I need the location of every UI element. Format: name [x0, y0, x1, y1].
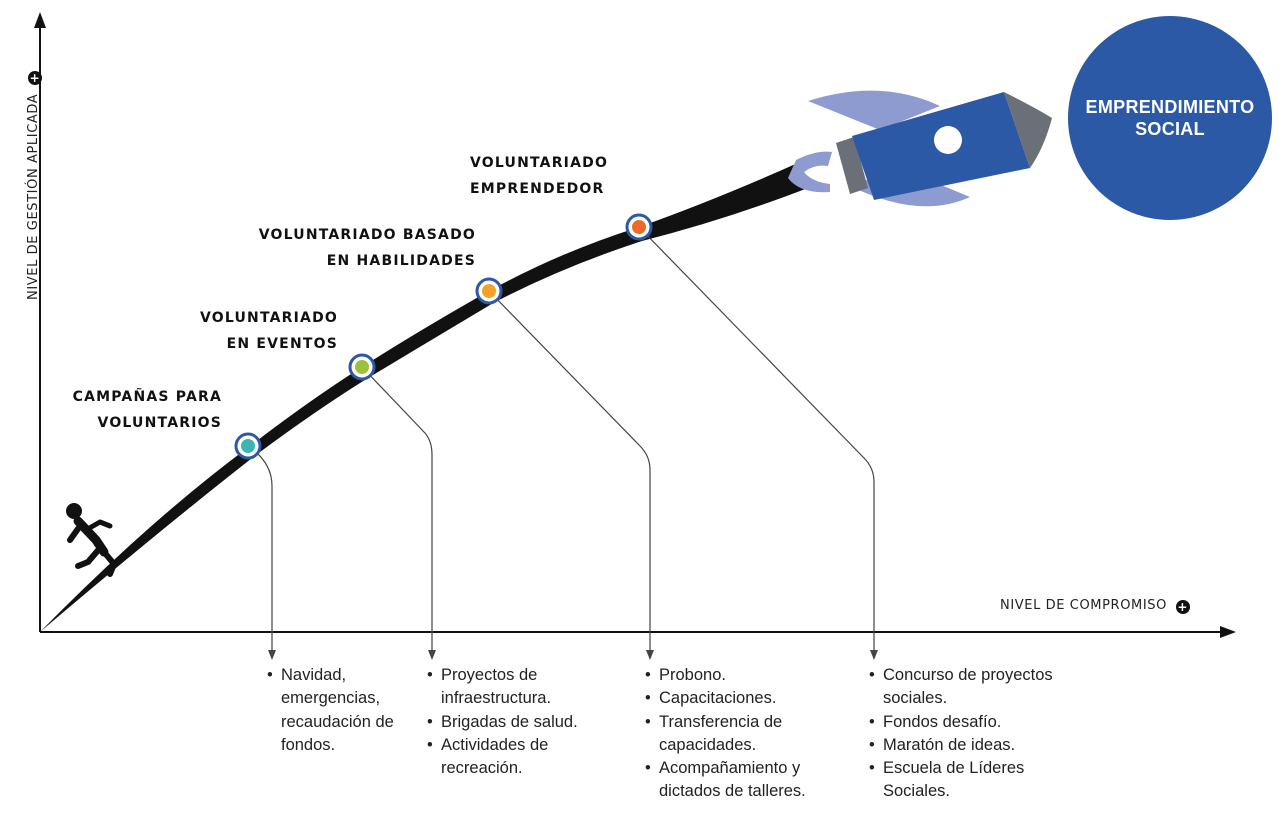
activity-item: Acompañamiento y dictados de talleres. [643, 757, 853, 804]
activity-item: Capacitaciones. [643, 687, 853, 711]
goal-label-line-1: EMPRENDIMIENTO [1085, 97, 1255, 117]
leader-arrow-4 [870, 650, 878, 660]
climbing-person-icon [66, 503, 117, 577]
stage-node-1 [234, 432, 262, 460]
x-axis-label-text: NIVEL DE COMPROMISO [1000, 598, 1167, 613]
plus-icon: + [1175, 600, 1190, 614]
stage-label-2-line-2: EN EVENTOS [226, 336, 338, 352]
leader-line-1 [247, 445, 273, 652]
growth-curve [40, 162, 808, 632]
leader-arrow-3 [646, 650, 654, 660]
stage-label-2-line-1: VOLUNTARIADO [199, 310, 338, 326]
stage-node-dot [241, 439, 255, 453]
leader-lines [247, 226, 878, 660]
leader-arrow-2 [428, 650, 436, 660]
activity-item: Transferencia de capacidades. [643, 711, 853, 758]
activity-item: Concurso de proyectos sociales. [867, 664, 1067, 711]
x-axis-label: NIVEL DE COMPROMISO + [1000, 598, 1190, 614]
activity-item: Probono. [643, 664, 853, 688]
y-axis-arrow [34, 12, 46, 28]
stage-node-4 [625, 213, 653, 241]
activity-item: Proyectos de infraestructura. [425, 664, 625, 711]
activity-item: Brigadas de salud. [425, 711, 625, 735]
x-axis-arrow [1220, 626, 1236, 638]
stage-label-4-line-2: EMPRENDEDOR [470, 181, 605, 197]
stage-label-3-line-1: VOLUNTARIADO BASADO [258, 227, 476, 243]
goal-label: EMPRENDIMIENTO SOCIAL [1068, 96, 1272, 140]
activity-list-2: Proyectos de infraestructura.Brigadas de… [425, 664, 625, 780]
leader-line-3 [488, 290, 651, 652]
activity-list-1: Navidad, emergencias, recaudación de fon… [265, 664, 415, 757]
plus-icon: + [28, 71, 42, 85]
leader-arrow-1 [268, 650, 276, 660]
activity-list-3: Probono.Capacitaciones.Transferencia de … [643, 664, 853, 804]
stage-node-dot [482, 284, 496, 298]
leader-line-2 [361, 366, 433, 652]
stage-node-dot [632, 220, 646, 234]
activity-item: Navidad, emergencias, recaudación de fon… [265, 664, 415, 757]
stage-node-3 [475, 277, 503, 305]
axes [34, 12, 1236, 638]
activity-list-4: Concurso de proyectos sociales.Fondos de… [867, 664, 1067, 804]
goal-label-line-2: SOCIAL [1135, 119, 1205, 139]
leader-line-4 [638, 226, 875, 652]
stage-label-2: VOLUNTARIADO EN EVENTOS [130, 305, 338, 357]
stage-label-3-line-2: EN HABILIDADES [326, 253, 476, 269]
stage-label-1-line-1: CAMPAÑAS PARA [72, 389, 222, 405]
activity-item: Escuela de Líderes Sociales. [867, 757, 1067, 804]
activity-item: Actividades de recreación. [425, 734, 625, 781]
stage-nodes [234, 213, 653, 460]
stage-label-4: VOLUNTARIADO EMPRENDEDOR [470, 150, 630, 202]
stage-label-3: VOLUNTARIADO BASADO EN HABILIDADES [240, 222, 476, 274]
stage-label-1-line-2: VOLUNTARIOS [97, 415, 222, 431]
y-axis-label-text: NIVEL DE GESTIÓN APLICADA [26, 93, 41, 300]
y-axis-label: NIVEL DE GESTIÓN APLICADA + [26, 71, 42, 300]
goal-circle [1068, 16, 1272, 220]
stage-node-dot [355, 360, 369, 374]
stage-label-1: CAMPAÑAS PARA VOLUNTARIOS [40, 384, 222, 436]
stage-label-4-line-1: VOLUNTARIADO [470, 155, 609, 171]
activity-item: Fondos desafío. [867, 711, 1067, 735]
rocket-icon [788, 90, 1052, 207]
stage-node-2 [348, 353, 376, 381]
activity-item: Maratón de ideas. [867, 734, 1067, 758]
